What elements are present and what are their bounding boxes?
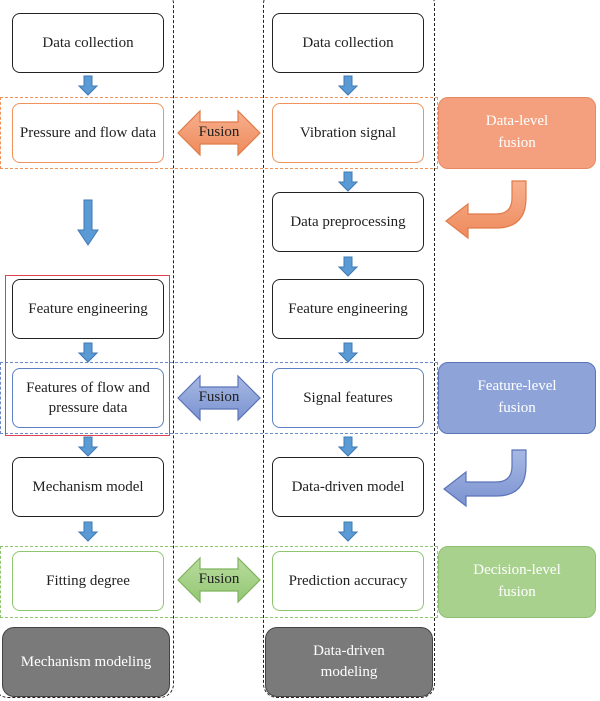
prediction-accuracy-node: Prediction accuracy bbox=[272, 551, 424, 611]
pressure-flow-data-node: Pressure and flow data bbox=[12, 103, 164, 163]
data-preprocessing-node: Data preprocessing bbox=[272, 192, 424, 252]
feature-fusion-label: Fusion bbox=[198, 389, 240, 405]
right-down-arrow-6 bbox=[337, 521, 359, 542]
right-down-arrow-1 bbox=[337, 75, 359, 96]
decision-fusion-double-arrow bbox=[177, 556, 261, 604]
signal-features-node: Signal features bbox=[272, 368, 424, 428]
data-fusion-double-arrow bbox=[177, 109, 261, 157]
right-down-arrow-2 bbox=[337, 171, 359, 192]
flow-pressure-features-node: Features of flow and pressure data bbox=[12, 368, 164, 428]
left-down-arrow-long bbox=[77, 199, 99, 246]
right-down-arrow-4 bbox=[337, 342, 359, 363]
data-driven-model-node: Data-driven model bbox=[272, 457, 424, 517]
feature-level-fusion-box: Feature-level fusion bbox=[438, 362, 596, 434]
left-down-arrow-3 bbox=[77, 436, 99, 457]
mechanism-column-frame bbox=[0, 0, 174, 698]
data-level-band bbox=[0, 97, 438, 169]
left-down-arrow-1 bbox=[77, 75, 99, 96]
mechanism-modeling-footer: Mechanism modeling bbox=[2, 627, 170, 697]
vibration-signal-node: Vibration signal bbox=[272, 103, 424, 163]
data-driven-column-frame bbox=[263, 0, 435, 698]
data-level-fusion-box: Data-level fusion bbox=[438, 97, 596, 169]
data-fusion-label: Fusion bbox=[198, 124, 240, 140]
decision-fusion-label: Fusion bbox=[198, 571, 240, 587]
data-level-return-arrow bbox=[445, 180, 527, 240]
decision-level-fusion-box: Decision-level fusion bbox=[438, 546, 596, 618]
data-driven-modeling-footer: Data-driven modeling bbox=[265, 627, 433, 697]
feature-level-return-arrow bbox=[443, 449, 527, 508]
left-down-arrow-2 bbox=[77, 342, 99, 363]
left-data-collection-node: Data collection bbox=[12, 13, 164, 73]
left-down-arrow-4 bbox=[77, 521, 99, 542]
feature-level-band bbox=[0, 362, 438, 434]
left-feature-engineering-node: Feature engineering bbox=[12, 279, 164, 339]
right-down-arrow-3 bbox=[337, 256, 359, 277]
feature-fusion-double-arrow bbox=[177, 374, 261, 422]
fitting-degree-node: Fitting degree bbox=[12, 551, 164, 611]
right-feature-engineering-node: Feature engineering bbox=[272, 279, 424, 339]
feature-engineering-highlight-box bbox=[5, 275, 170, 436]
right-down-arrow-5 bbox=[337, 436, 359, 457]
right-data-collection-node: Data collection bbox=[272, 13, 424, 73]
decision-level-band bbox=[0, 546, 438, 618]
mechanism-model-node: Mechanism model bbox=[12, 457, 164, 517]
